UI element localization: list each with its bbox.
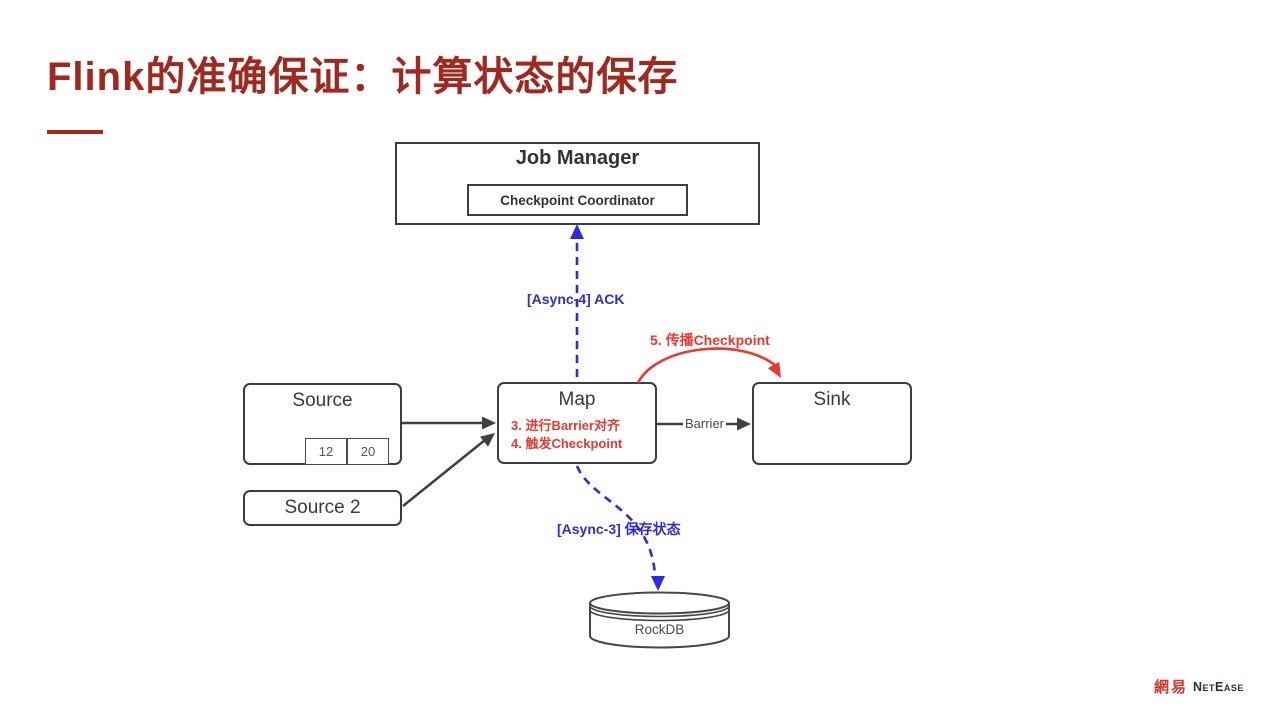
netease-logo-en: NetEase xyxy=(1193,679,1244,694)
save-state-label: [Async-3] 保存状态 xyxy=(557,521,681,537)
map-box: Map 3. 进行Barrier对齐 4. 触发Checkpoint xyxy=(497,382,657,464)
job-manager-label: Job Manager xyxy=(515,147,640,169)
rockdb-cylinder xyxy=(589,591,730,649)
netease-logo-cn: 網易 xyxy=(1154,679,1189,696)
slide-title: Flink的准确保证：计算状态的保存 xyxy=(47,55,679,99)
map-checkpoint-notes: 3. 进行Barrier对齐 4. 触发Checkpoint xyxy=(511,417,622,453)
sink-box: Sink xyxy=(752,382,912,465)
map-note-trigger-checkpoint: 4. 触发Checkpoint xyxy=(511,436,623,452)
netease-logo: 網易 NetEase xyxy=(1154,676,1244,697)
propagate-checkpoint-label: 5. 传播Checkpoint xyxy=(650,332,770,348)
source-buffer-cell: 12 xyxy=(305,438,347,465)
source-buffer-cell: 20 xyxy=(347,438,389,465)
rockdb-label: RockDB xyxy=(634,622,685,637)
checkpoint-coordinator-box: Checkpoint Coordinator xyxy=(467,184,688,216)
propagate-checkpoint-arrow xyxy=(636,347,781,384)
barrier-label: Barrier xyxy=(683,416,727,431)
source2-box: Source 2 xyxy=(243,490,402,526)
source-to-map-arrow xyxy=(402,416,496,430)
map-label: Map xyxy=(558,389,596,410)
ack-label: [Async-4] ACK xyxy=(527,291,625,307)
map-note-barrier-align: 3. 进行Barrier对齐 xyxy=(511,418,621,433)
source2-to-map-arrow xyxy=(402,433,495,507)
sink-label: Sink xyxy=(813,389,851,410)
source-label: Source xyxy=(292,390,353,411)
title-underline-dash xyxy=(47,130,103,134)
